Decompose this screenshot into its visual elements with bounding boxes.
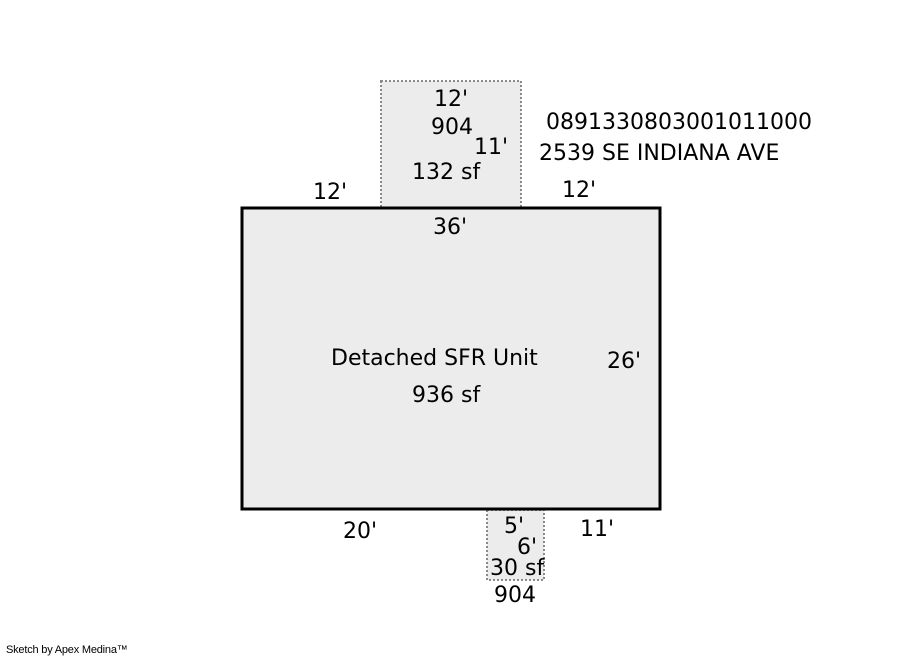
main-dim-right: 26'	[607, 349, 641, 374]
parcel-address: 2539 SE INDIANA AVE	[539, 141, 779, 166]
top-addition-dim-top: 12'	[434, 87, 468, 112]
bottom-addition-area: 30 sf	[490, 556, 545, 581]
top-addition-code: 904	[431, 115, 473, 140]
parcel-number: 0891330803001011000	[546, 110, 812, 135]
top-addition-area: 132 sf	[412, 160, 481, 185]
bottom-addition-dim-side: 6'	[517, 535, 537, 560]
main-area-size: 936 sf	[412, 383, 481, 408]
main-dim-bottom-right: 11'	[580, 517, 614, 542]
bottom-addition-shape	[486, 509, 545, 581]
main-area-shape	[240, 206, 662, 511]
main-dim-top-left: 12'	[313, 180, 347, 205]
top-addition-dim-side: 11'	[474, 135, 508, 160]
main-dim-top: 36'	[433, 215, 467, 240]
main-dim-bottom-left: 20'	[343, 519, 377, 544]
sketch-credit: Sketch by Apex Medina™	[6, 644, 128, 656]
main-area-name: Detached SFR Unit	[331, 346, 538, 371]
top-addition-shape	[380, 80, 522, 209]
main-dim-top-right: 12'	[562, 178, 596, 203]
bottom-addition-code: 904	[494, 583, 536, 608]
bottom-addition-dim-top: 5'	[504, 514, 524, 539]
